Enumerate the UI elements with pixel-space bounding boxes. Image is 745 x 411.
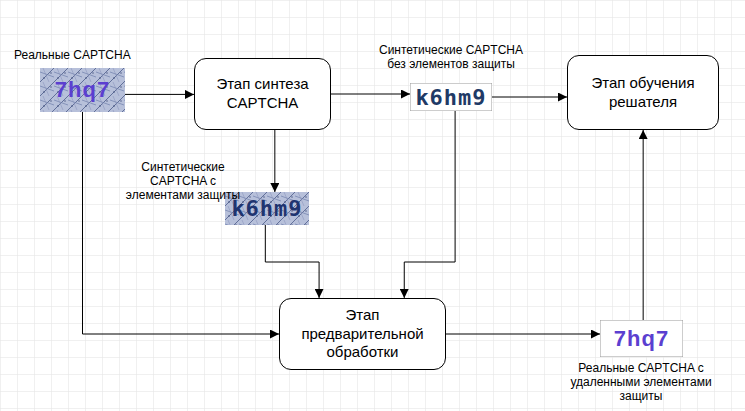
image-caption: Синтетические CAPTCHA с элементами защит… bbox=[115, 160, 251, 202]
captcha-text: k6hm9 bbox=[231, 196, 302, 221]
captcha-fill bbox=[600, 320, 683, 357]
process-box: Этап предварительной обработки bbox=[279, 298, 446, 370]
captcha-image: k6hm9Синтетические CAPTCHA с элементами … bbox=[225, 192, 309, 225]
image-caption: Реальные CAPTCHA bbox=[14, 48, 144, 62]
flow-arrow bbox=[643, 130, 644, 320]
flow-arrow bbox=[492, 97, 567, 98]
captcha-image: 7hq7Реальные CAPTCHA bbox=[40, 68, 125, 112]
flow-arrow bbox=[446, 334, 600, 335]
image-caption: Реальные CAPTCHA с удаленными элементами… bbox=[566, 361, 716, 403]
stage-label: Этап синтеза CAPTCHA bbox=[203, 75, 322, 113]
process-box: Этап синтеза CAPTCHA bbox=[194, 58, 331, 130]
captcha-image: 7hq7Реальные CAPTCHA с удаленными элемен… bbox=[600, 320, 683, 357]
captcha-text: 7hq7 bbox=[55, 77, 110, 103]
captcha-image: k6hm9Синтетические CAPTCHA без элементов… bbox=[410, 83, 492, 111]
captcha-fill bbox=[410, 83, 492, 111]
image-caption: Синтетические CAPTCHA без элементов защи… bbox=[376, 43, 526, 71]
process-box: Этап обучения решателя bbox=[567, 55, 719, 130]
stage-label: Этап обучения решателя bbox=[576, 74, 710, 112]
captcha-fill bbox=[40, 68, 125, 112]
stage-label: Этап предварительной обработки bbox=[288, 306, 437, 362]
flow-arrow bbox=[404, 111, 455, 298]
flow-arrow bbox=[274, 130, 275, 192]
captcha-text: k6hm9 bbox=[415, 85, 486, 110]
flow-arrow bbox=[331, 94, 410, 95]
flow-arrow bbox=[125, 94, 194, 95]
captcha-text: 7hq7 bbox=[614, 326, 669, 352]
flow-arrow bbox=[265, 225, 319, 298]
